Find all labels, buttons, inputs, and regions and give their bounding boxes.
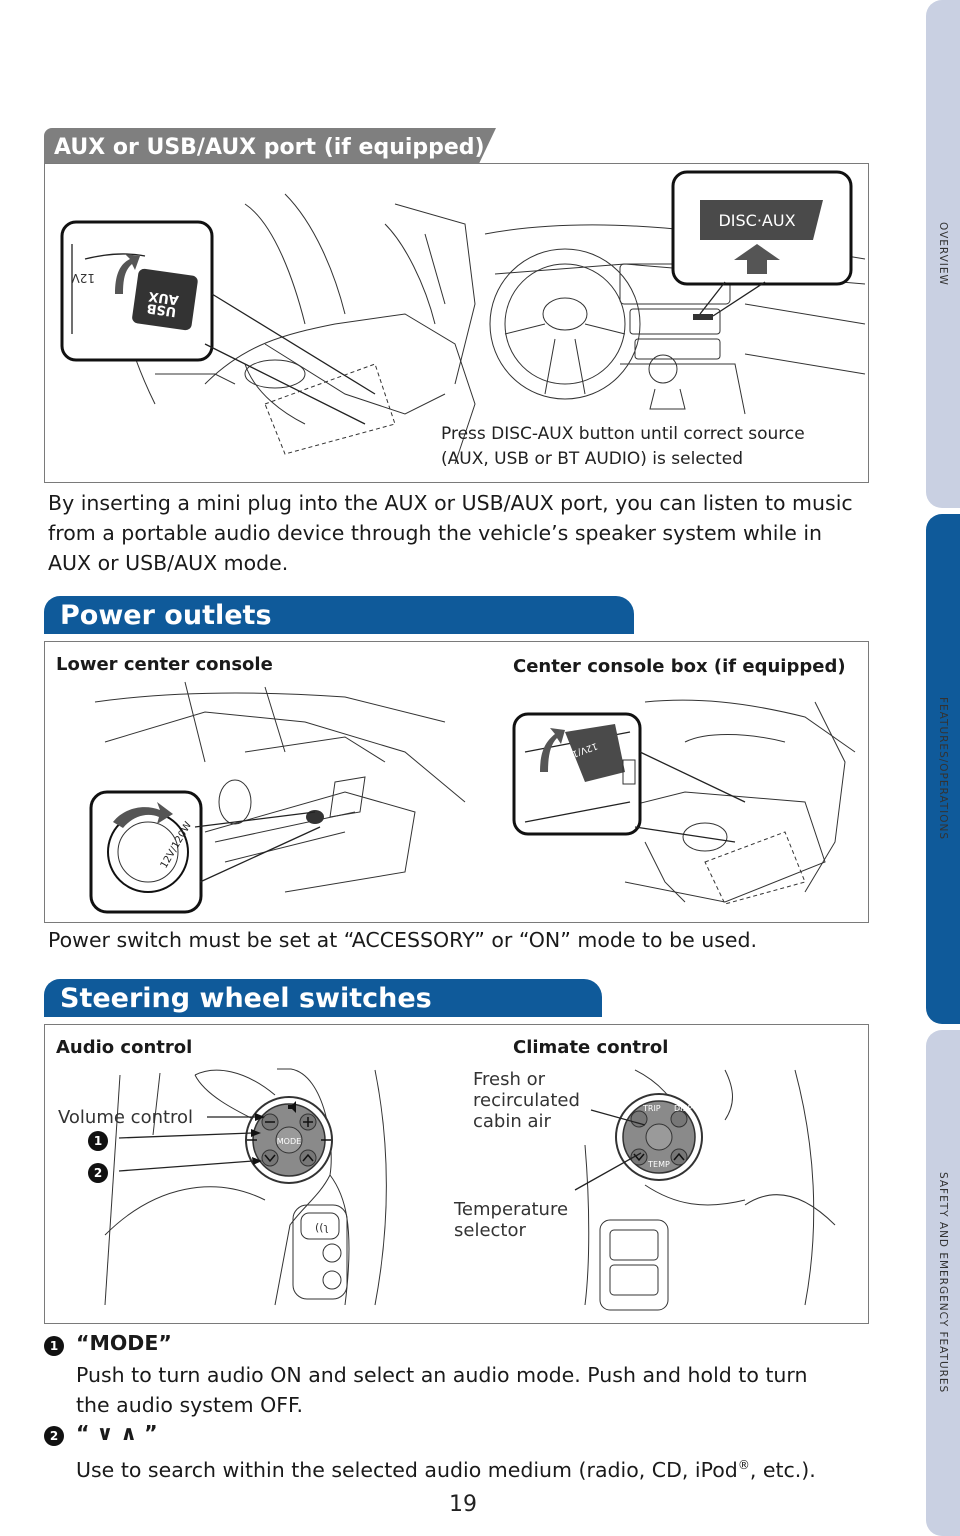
item-2-marker-icon: 2 xyxy=(44,1426,64,1446)
power-illustration: 12V/120W 12V/120W xyxy=(89,681,856,914)
power-note: Power switch must be set at “ACCESSORY” … xyxy=(48,928,758,952)
marker-1-icon: 1 xyxy=(88,1131,108,1151)
fresh-air-callout: Fresh or recirculated cabin air xyxy=(473,1069,580,1132)
fresh-air-line1: Fresh or xyxy=(473,1069,546,1090)
item-1-desc-line2: the audio system OFF. xyxy=(76,1393,304,1417)
aux-section-title: AUX or USB/AUX port (if equipped) xyxy=(44,128,496,166)
aux-illustration: USB AUX 12V xyxy=(60,170,866,465)
tab-overview-label: OVERVIEW xyxy=(937,222,949,286)
audio-control-label: Audio control xyxy=(56,1037,193,1058)
audio-switch-pad: MODE xyxy=(118,1096,333,1184)
steering-illustration-box: Audio control Climate control ((ʅ MODE xyxy=(44,1024,869,1324)
disc-aux-button-label: DISC·AUX xyxy=(718,211,795,230)
volume-control-callout: Volume control xyxy=(58,1107,194,1128)
item-2-desc-reg: ® xyxy=(737,1458,750,1472)
item-1-desc-line1: Push to turn audio ON and select an audi… xyxy=(76,1363,808,1387)
usb-aux-port-zoom: USB AUX 12V xyxy=(60,220,376,425)
fresh-air-line3: cabin air xyxy=(473,1111,551,1132)
aux-caption-line2: (AUX, USB or BT AUDIO) is selected xyxy=(441,449,744,469)
item-2-description: Use to search within the selected audio … xyxy=(76,1450,896,1485)
port-voltage-label: 12V xyxy=(71,271,95,285)
tab-features-label: FEATURES/OPERATIONS xyxy=(937,697,949,841)
aux-paragraph: By inserting a mini plug into the AUX or… xyxy=(48,491,853,575)
power-illustration-box: Lower center console Center console box … xyxy=(44,641,869,923)
page-number: 19 xyxy=(449,1492,477,1517)
item-2-desc-pre: Use to search within the selected audio … xyxy=(76,1457,738,1482)
aux-caption: Press DISC-AUX button until correct sour… xyxy=(441,422,805,472)
aux-caption-line1: Press DISC-AUX button until correct sour… xyxy=(441,424,805,444)
steering-illustration: ((ʅ MODE xyxy=(104,1068,836,1311)
temperature-callout: Temperature selector xyxy=(454,1199,568,1241)
console-box-label: Center console box (if equipped) xyxy=(513,656,846,677)
svg-text:((ʅ: ((ʅ xyxy=(315,1221,329,1234)
tab-safety-label: SAFETY AND EMERGENCY FEATURES xyxy=(937,1172,949,1394)
disc-aux-callout: DISC·AUX xyxy=(671,170,853,317)
lower-console-label: Lower center console xyxy=(56,654,273,675)
temperature-line1: Temperature xyxy=(454,1199,569,1220)
climate-control-label: Climate control xyxy=(513,1037,669,1058)
temp-button-label: TEMP xyxy=(647,1160,670,1169)
tab-overview[interactable]: OVERVIEW xyxy=(926,0,960,508)
item-1-marker-icon: 1 xyxy=(44,1336,64,1356)
aux-illustration-box: USB AUX 12V xyxy=(44,163,869,483)
marker-2-icon: 2 xyxy=(88,1163,108,1183)
climate-wheel-sketch xyxy=(584,1069,836,1311)
dashboard-sketch xyxy=(484,224,866,415)
tab-safety-emergency[interactable]: SAFETY AND EMERGENCY FEATURES xyxy=(926,1030,960,1536)
tab-features-operations[interactable]: FEATURES/OPERATIONS xyxy=(926,514,960,1024)
item-1-description: Push to turn audio ON and select an audi… xyxy=(76,1360,876,1420)
port-label-usb: USB xyxy=(146,300,178,319)
outlet-zoom: 12V/120W xyxy=(89,790,321,914)
audio-wheel-sketch: ((ʅ xyxy=(104,1068,387,1306)
mode-button-label: MODE xyxy=(277,1137,301,1146)
item-2-desc-post: , etc.). xyxy=(749,1457,816,1482)
item-1-title: “MODE” xyxy=(76,1331,172,1355)
console-box-sketch xyxy=(604,699,856,905)
lower-console-sketch xyxy=(94,681,466,893)
disp-button-label: DISP xyxy=(674,1104,693,1113)
port-label-aux: AUX xyxy=(148,288,180,307)
temperature-line2: selector xyxy=(454,1220,526,1241)
console-outlet-zoom: 12V/120W xyxy=(512,712,746,843)
climate-switch-pad: TRIP DISP TEMP xyxy=(574,1093,703,1191)
steering-section-title: Steering wheel switches xyxy=(44,979,602,1017)
item-2-title: “ ∨ ∧ ” xyxy=(76,1421,158,1445)
fresh-air-line2: recirculated xyxy=(473,1090,580,1111)
power-section-title: Power outlets xyxy=(44,596,634,634)
trip-button-label: TRIP xyxy=(642,1104,661,1113)
